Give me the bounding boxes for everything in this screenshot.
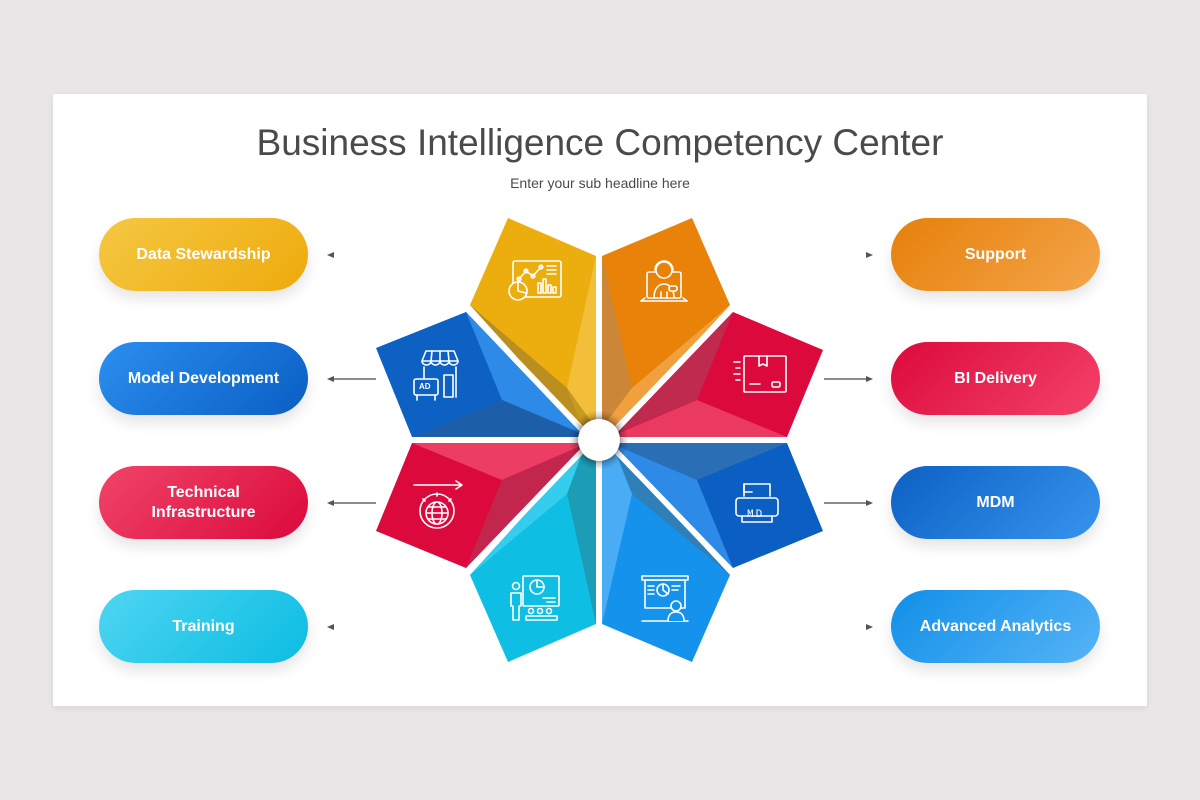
technical-infrastructure-button[interactable]: Technical Infrastructure: [99, 466, 308, 539]
petal-model-development[interactable]: [376, 312, 588, 437]
petal-bi-delivery[interactable]: [610, 312, 823, 437]
fast-delivery-box-icon: [733, 355, 787, 393]
page-title: Business Intelligence Competency Center: [256, 122, 944, 163]
pill-label: Model Development: [127, 369, 280, 387]
training-button[interactable]: Training: [99, 590, 308, 663]
customer-support-agent-icon: [640, 260, 688, 302]
pill-label: Data Stewardship: [136, 245, 271, 263]
storefront-ad-text: AD: [419, 382, 431, 391]
pill-label: Training: [172, 617, 235, 635]
page-subtitle: Enter your sub headline here: [510, 175, 690, 191]
presentation-training-icon: [510, 575, 560, 621]
connector-arrows: [327, 252, 873, 630]
bi-delivery-button[interactable]: BI Delivery: [891, 342, 1100, 415]
markdown-file-text: MD: [747, 509, 764, 521]
markdown-file-icon: [735, 483, 779, 523]
mdm-button[interactable]: MDM: [891, 466, 1100, 539]
global-network-gear-icon: [413, 480, 463, 529]
analytics-dashboard-icon: [508, 260, 562, 301]
petal-mdm[interactable]: [610, 443, 823, 568]
storefront-ad-icon: [413, 350, 459, 401]
presentation-board-icon: [641, 575, 689, 622]
pill-label: BI Delivery: [954, 369, 1037, 387]
hub-center: [578, 419, 620, 461]
petal-technical-infrastructure[interactable]: [376, 443, 588, 568]
data-stewardship-button[interactable]: Data Stewardship: [99, 218, 308, 291]
petal-support[interactable]: [602, 218, 730, 430]
pill-label: Technical Infrastructure: [151, 483, 256, 521]
advanced-analytics-button[interactable]: Advanced Analytics: [891, 590, 1100, 663]
pill-label: Support: [964, 245, 1027, 263]
petal-separators: [370, 250, 830, 630]
pill-label: MDM: [976, 493, 1015, 511]
model-development-button[interactable]: Model Development: [99, 342, 308, 415]
support-button[interactable]: Support: [891, 218, 1100, 291]
pill-label: Advanced Analytics: [919, 617, 1072, 635]
